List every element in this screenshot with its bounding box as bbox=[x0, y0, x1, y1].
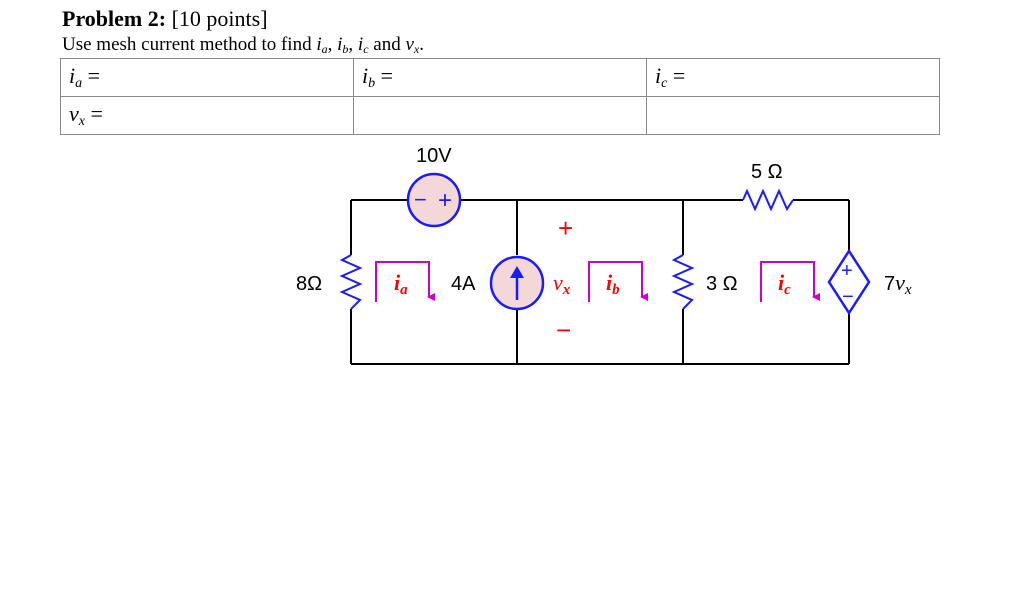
resistor-3ohm bbox=[671, 254, 695, 310]
answer-cell-empty[interactable] bbox=[646, 96, 940, 135]
resistor-5ohm-label: 5 Ω bbox=[751, 161, 783, 183]
var-ib: ib bbox=[337, 34, 349, 56]
svg-text:ib: ib bbox=[606, 270, 620, 298]
var-ia: ia bbox=[316, 34, 328, 56]
mesh-ia: ia bbox=[375, 261, 435, 302]
answer-cell-vx[interactable]: vx = bbox=[60, 96, 354, 135]
svg-text:ic: ic bbox=[778, 270, 791, 298]
answer-cell-ic[interactable]: ic = bbox=[646, 58, 940, 97]
svg-text:−: − bbox=[414, 187, 427, 212]
var-vx: vx bbox=[405, 34, 420, 56]
points-label: [10 points] bbox=[171, 6, 268, 31]
resistor-3ohm-label: 3 Ω bbox=[706, 273, 738, 295]
mesh-ib: ib bbox=[588, 261, 648, 302]
resistor-8ohm bbox=[339, 254, 363, 310]
vx-minus: − bbox=[556, 315, 571, 345]
dependent-voltage-source: + − bbox=[827, 248, 871, 316]
answer-cell-empty[interactable] bbox=[353, 96, 647, 135]
resistor-5ohm bbox=[742, 188, 794, 212]
svg-text:+: + bbox=[841, 260, 853, 282]
answer-cell-ib[interactable]: ib = bbox=[353, 58, 647, 97]
instruction-text: Use mesh current method to find ia, ib, … bbox=[62, 34, 424, 56]
svg-text:−: − bbox=[842, 286, 854, 308]
dependent-source-label: 7vx bbox=[884, 270, 912, 298]
and-word: and bbox=[373, 34, 401, 55]
voltage-source-10v: − + bbox=[406, 172, 462, 228]
problem-label: Problem 2: bbox=[62, 6, 167, 31]
voltage-source-label: 10V bbox=[416, 145, 452, 167]
arrowhead bbox=[510, 266, 524, 278]
svg-text:ia: ia bbox=[394, 270, 408, 298]
answer-table: ia = ib = ic = vx = bbox=[60, 58, 940, 135]
current-source-label: 4A bbox=[451, 273, 476, 295]
answer-row: vx = bbox=[60, 96, 940, 135]
svg-text:+: + bbox=[438, 187, 452, 214]
current-source-4a bbox=[489, 255, 545, 311]
mesh-ic: ic bbox=[760, 261, 820, 302]
vx-plus: + bbox=[558, 213, 573, 243]
wires bbox=[350, 199, 850, 365]
vx-label: vx bbox=[553, 270, 571, 298]
var-ic: ic bbox=[357, 34, 369, 56]
problem-heading: Problem 2: [10 points] bbox=[62, 6, 268, 32]
resistor-8ohm-label: 8Ω bbox=[296, 273, 322, 295]
instruction-prefix: Use mesh current method to find bbox=[62, 34, 312, 55]
